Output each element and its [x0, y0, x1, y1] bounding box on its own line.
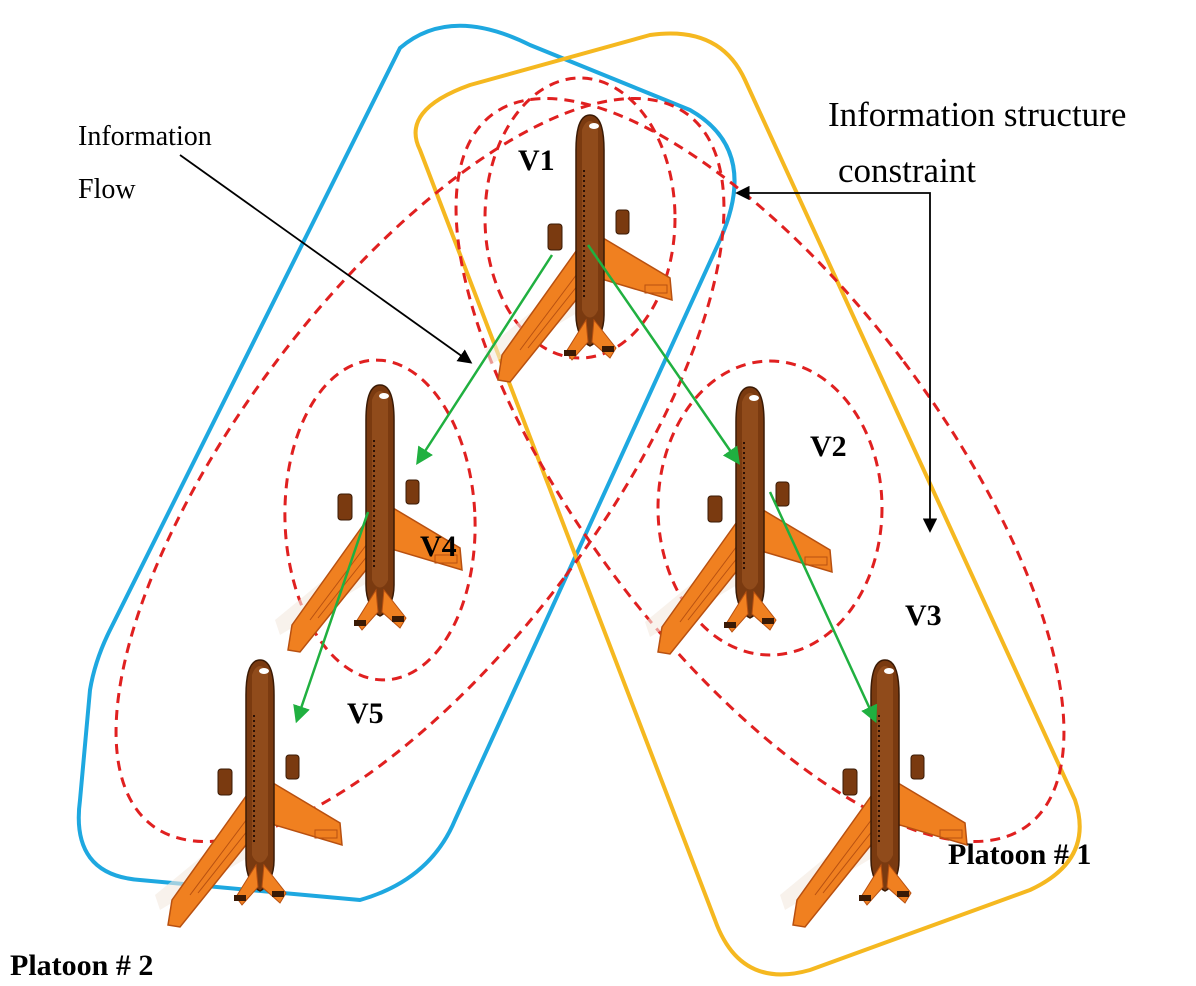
constraint-label-line1: Information structure [828, 95, 1126, 134]
flow-arrow-v4-v5 [293, 511, 370, 724]
constraint-ellipse-platoon2 [114, 96, 726, 844]
flow-arrow-v1-v2 [586, 244, 740, 465]
aircraft-v1: V1 [484, 114, 673, 383]
constraint-ellipse-v1 [483, 76, 677, 360]
aircraft-v5: V5 [154, 659, 384, 928]
constraint-ellipse-v4 [283, 358, 477, 682]
flow-arrow-v1-v4 [416, 254, 554, 465]
airplane-icon [484, 114, 673, 383]
airplane-icon [274, 384, 463, 653]
info-flow-label-line1: Information [78, 121, 212, 152]
constraint-label-line2: constraint [838, 151, 976, 190]
vehicle-label-v2: V2 [810, 430, 847, 463]
aircraft-v4: V4 [274, 384, 463, 653]
flow-arrow-v2-v3 [768, 491, 878, 724]
info-flow-pointer [179, 154, 473, 364]
vehicle-label-v3: V3 [905, 599, 942, 632]
constraint-bracket [735, 185, 938, 533]
info-flow-label-line2: Flow [78, 174, 136, 205]
platoon2-label: Platoon # 2 [10, 949, 153, 982]
vehicle-label-v1: V1 [518, 144, 555, 177]
airplane-icon [779, 659, 968, 928]
aircraft-v3: V3 [779, 599, 968, 928]
vehicle-label-v5: V5 [347, 697, 384, 730]
airplane-icon [154, 659, 343, 928]
airplane-icon [644, 386, 833, 655]
aircraft-v2: V2 [644, 386, 847, 655]
platoon1-label: Platoon # 1 [948, 838, 1091, 871]
platoon2-boundary [76, 23, 737, 902]
platoon1-boundary [413, 31, 1082, 977]
vehicle-label-v4: V4 [420, 530, 457, 563]
